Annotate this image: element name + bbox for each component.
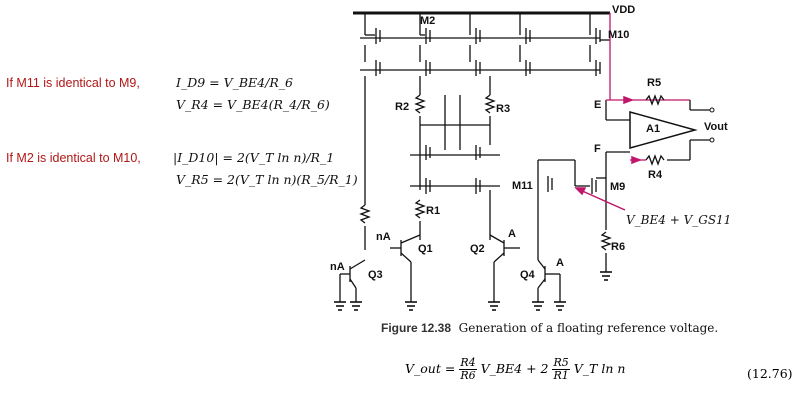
formula-term2: V_T ln n: [573, 361, 626, 376]
annotation-m2-label: If M2 is identical to M10,: [6, 151, 141, 165]
r4-label: R4: [648, 169, 663, 181]
node-f-label: F: [594, 143, 601, 155]
amplifier-a1: [629, 111, 698, 149]
formula-lhs: V_out =: [405, 361, 456, 376]
q1-label: Q1: [418, 243, 433, 255]
r6-label: R6: [611, 241, 625, 253]
m11-label: M11: [512, 180, 533, 192]
figure-caption: Figure 12.38 Generation of a floating re…: [381, 321, 718, 335]
r3-label: R3: [496, 103, 510, 115]
m9-label: M9: [610, 181, 625, 193]
m2-label: M2: [420, 15, 435, 27]
vout-label: Vout: [704, 121, 728, 133]
a-q4-label: A: [556, 257, 564, 269]
r5-label: R5: [647, 77, 661, 89]
annotation-vr5-eq: V_R5 = 2(V_T ln n)(R_5/R_1): [176, 172, 358, 187]
r1-label: R1: [426, 205, 440, 217]
na-q1-label: nA: [376, 231, 391, 243]
pmos-row-second: [364, 45, 601, 76]
a-q2-label: A: [508, 228, 516, 240]
r2-label: R2: [395, 101, 409, 113]
figure-number: Figure 12.38: [381, 321, 452, 335]
vbe-vgs-annotation: V_BE4 + V_GS11: [626, 213, 731, 227]
annotation-m2-eq: |I_D10| = 2(V_T ln n)/R_1: [173, 150, 335, 165]
vdd-label: VDD: [612, 4, 635, 16]
annotation-vr4-eq: V_R4 = V_BE4(R_4/R_6): [176, 97, 330, 112]
figure-caption-text: Generation of a floating reference volta…: [458, 321, 719, 335]
q4-label: Q4: [520, 269, 536, 281]
formula-term1: V_BE4 + 2: [480, 361, 549, 376]
na-q3-label: nA: [330, 261, 345, 273]
equation-number: (12.76): [747, 366, 793, 381]
left-resistor: [359, 204, 371, 224]
annotation-m11-eq: I_D9 = V_BE4/R_6: [176, 75, 293, 90]
amp-label: A1: [646, 123, 660, 135]
q2-label: Q2: [470, 243, 485, 255]
node-e-label: E: [594, 99, 601, 111]
m10-label: M10: [608, 29, 629, 41]
q3-label: Q3: [368, 269, 383, 281]
pmos-row-top: [364, 13, 611, 100]
annotation-m11-label: If M11 is identical to M9,: [6, 76, 140, 90]
